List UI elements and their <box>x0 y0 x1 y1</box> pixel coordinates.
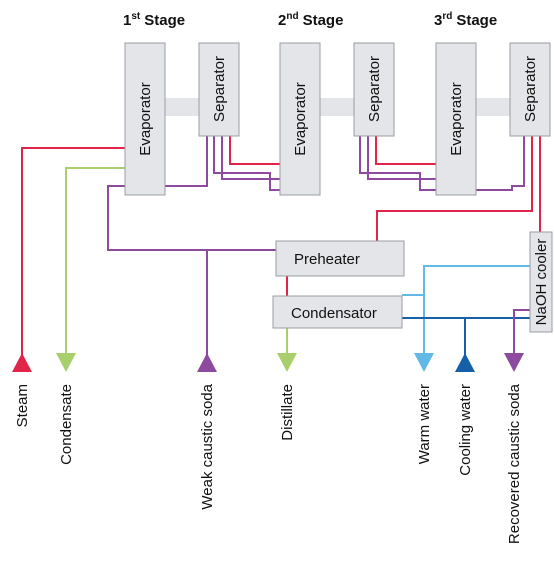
distillate-arrow <box>277 353 297 372</box>
stage-1-connector <box>165 98 199 116</box>
cooling-water-arrow <box>455 353 475 372</box>
weak-caustic-soda-label: Weak caustic soda <box>199 383 216 509</box>
stage1-to-stage2-purple <box>213 136 280 191</box>
stage3-purple-return <box>436 136 525 191</box>
condensator-label: Condensator <box>291 305 377 322</box>
stage-3-separator-label: Separator <box>522 56 539 122</box>
stage2-to-stage3-purple-2 <box>367 136 436 180</box>
warm-water-arrow <box>414 353 434 372</box>
stage2-to-stage3-purple <box>359 136 436 191</box>
condensate-arrow <box>56 353 76 372</box>
stage1-to-stage2-purple-2 <box>221 136 280 180</box>
stage-1-separator <box>198 42 240 137</box>
stage-2-evaporator-label: Evaporator <box>292 82 309 155</box>
stage-3-evaporator-label: Evaporator <box>448 82 465 155</box>
condensator-box <box>272 295 403 329</box>
steam-arrow <box>12 353 32 372</box>
weak-caustic-soda-line <box>206 249 276 355</box>
stage-2-evaporator <box>279 42 321 196</box>
naoh-cooler-label: NaOH cooler <box>533 239 550 326</box>
recovered-caustic-soda-line <box>513 309 530 355</box>
preheater-label: Preheater <box>294 251 360 268</box>
feed-to-preheater-line <box>107 136 276 251</box>
stage-3-connector <box>476 98 510 116</box>
stage-1-evaporator <box>124 42 166 196</box>
steam-label: Steam <box>14 384 31 427</box>
steam-line <box>21 147 125 355</box>
stage-2-separator <box>353 42 395 137</box>
recovered-caustic-soda-label: Recovered caustic soda <box>506 383 523 544</box>
naoh-cooler-box <box>529 231 553 333</box>
stage-3-separator <box>509 42 551 137</box>
cooling-water-label: Cooling water <box>457 384 474 476</box>
warm-water-line <box>423 265 530 355</box>
preheater-box <box>275 240 405 277</box>
condensate-label: Condensate <box>58 384 75 465</box>
stage-2-separator-label: Separator <box>366 56 383 122</box>
stage-2-connector <box>320 98 354 116</box>
distillate-label: Distillate <box>279 384 296 441</box>
stage1-to-stage2-red <box>229 136 280 165</box>
warm-water-label: Warm water <box>416 384 433 464</box>
stage-3-evaporator <box>435 42 477 196</box>
stage-1-evaporator-label: Evaporator <box>137 82 154 155</box>
recovered-caustic-soda-arrow <box>504 353 524 372</box>
condensate-line <box>65 167 125 355</box>
weak-caustic-soda-arrow <box>197 353 217 372</box>
stage2-to-stage3-red <box>375 136 436 165</box>
stage3-vapour-to-condensator <box>376 136 533 243</box>
stage-1-separator-label: Separator <box>211 56 228 122</box>
